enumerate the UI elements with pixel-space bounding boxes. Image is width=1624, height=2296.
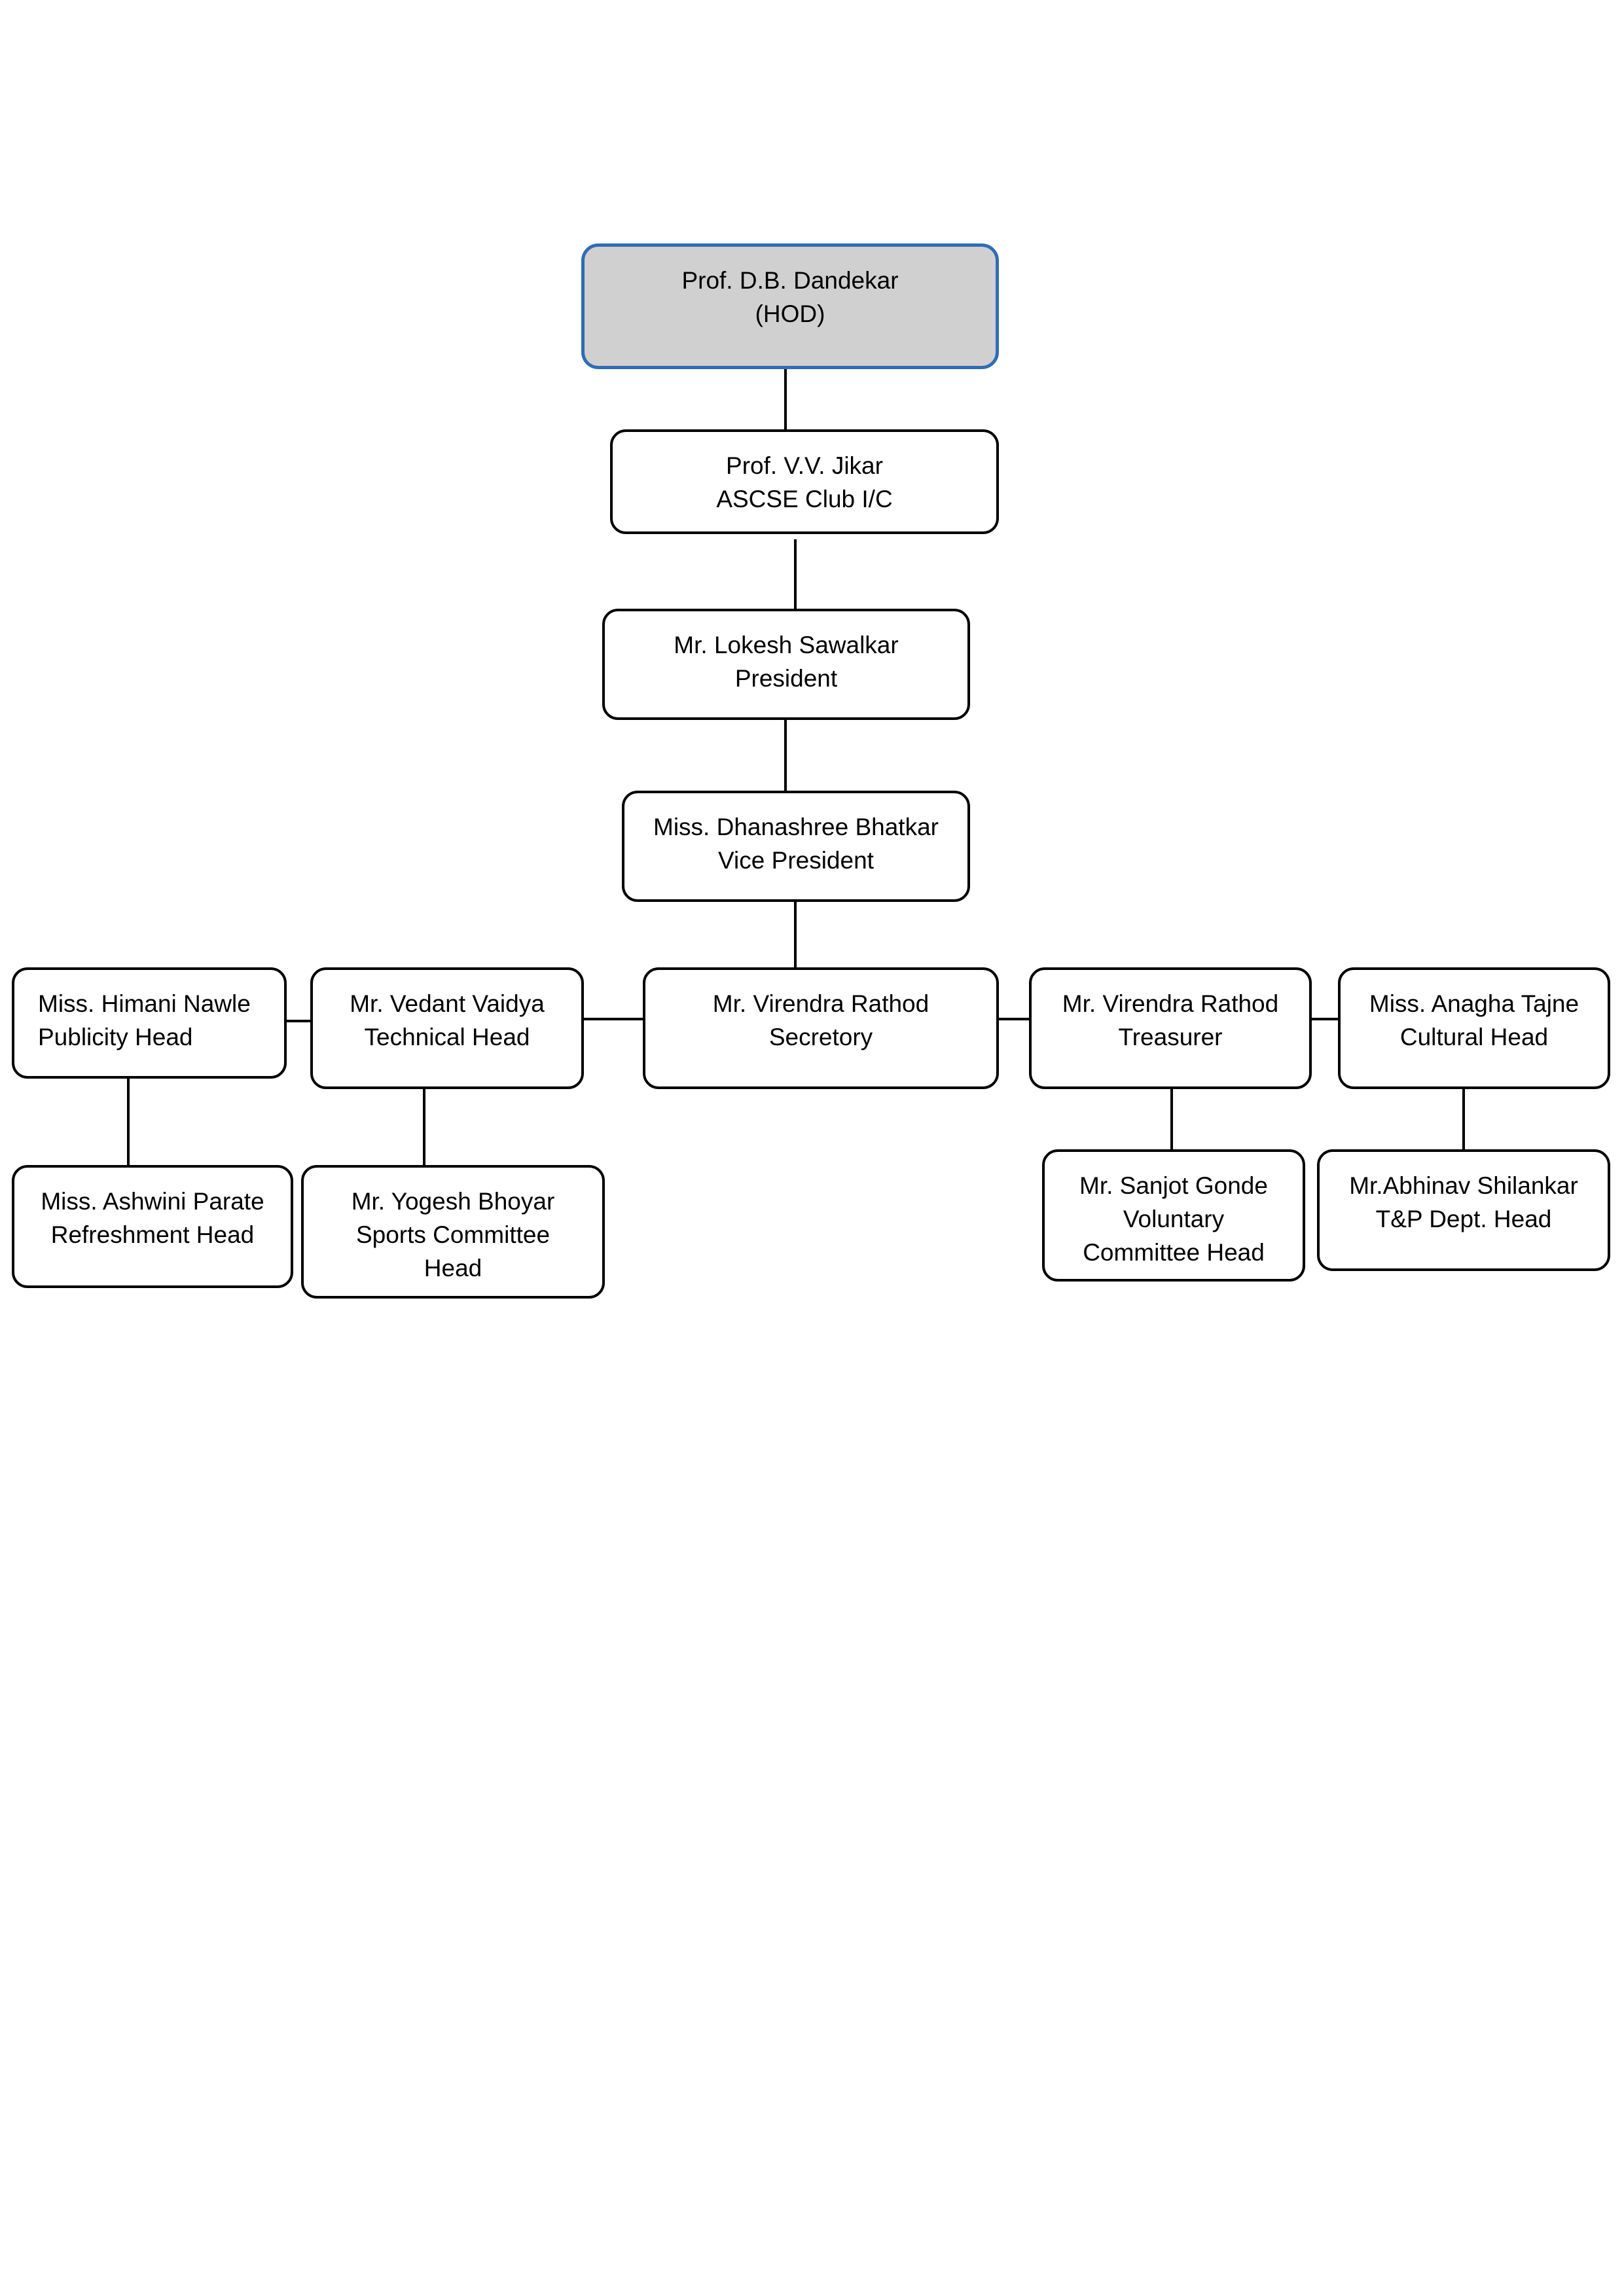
sports-head-role-line1: Sports Committee [355, 1221, 550, 1248]
node-treasurer: Mr. Virendra Rathod Treasurer [1029, 967, 1312, 1089]
voluntary-head-name: Mr. Sanjot Gonde [1079, 1172, 1268, 1199]
node-technical-head: Mr. Vedant Vaidya Technical Head [310, 967, 584, 1089]
sports-head-name: Mr. Yogesh Bhoyar [351, 1188, 555, 1215]
refreshment-head-name: Miss. Ashwini Parate [41, 1188, 264, 1215]
vice-president-name: Miss. Dhanashree Bhatkar [653, 814, 939, 840]
connector-technical-sports [423, 1089, 425, 1165]
node-voluntary-head: Mr. Sanjot Gonde Voluntary Committee Hea… [1042, 1149, 1305, 1282]
connector-vicepresident-secretary [794, 902, 797, 969]
president-role: President [734, 665, 838, 692]
voluntary-head-role-line2: Committee Head [1083, 1239, 1265, 1266]
connector-publicity-refreshment [127, 1079, 130, 1165]
node-secretary: Mr. Virendra Rathod Secretory [643, 967, 999, 1089]
connector-cultural-tp [1462, 1089, 1465, 1151]
node-vice-president: Miss. Dhanashree Bhatkar Vice President [622, 791, 970, 902]
publicity-head-name: Miss. Himani Nawle [38, 990, 251, 1017]
hod-name: Prof. D.B. Dandekar [681, 267, 899, 294]
president-name: Mr. Lokesh Sawalkar [674, 632, 899, 658]
connector-publicity-technical [286, 1020, 321, 1022]
connector-technical-secretary [583, 1018, 644, 1020]
node-cultural-head: Miss. Anagha Tajne Cultural Head [1338, 967, 1610, 1089]
treasurer-name: Mr. Virendra Rathod [1062, 990, 1279, 1017]
tp-head-role: T&P Dept. Head [1375, 1206, 1552, 1232]
cultural-head-name: Miss. Anagha Tajne [1369, 990, 1579, 1017]
node-president: Mr. Lokesh Sawalkar President [602, 609, 970, 720]
club-incharge-role: ASCSE Club I/C [716, 486, 893, 512]
technical-head-role: Technical Head [364, 1024, 530, 1050]
tp-head-name: Mr.Abhinav Shilankar [1349, 1172, 1578, 1199]
treasurer-role: Treasurer [1118, 1024, 1223, 1050]
club-incharge-name: Prof. V.V. Jikar [726, 452, 883, 479]
technical-head-name: Mr. Vedant Vaidya [350, 990, 545, 1017]
connector-secretary-treasurer [999, 1018, 1030, 1020]
connector-treasurer-cultural [1310, 1018, 1350, 1020]
connector-treasurer-voluntary [1170, 1089, 1173, 1151]
connector-incharge-president [794, 539, 797, 610]
hod-role: (HOD) [755, 300, 825, 327]
node-publicity-head: Miss. Himani Nawle Publicity Head [12, 967, 287, 1079]
voluntary-head-role-line1: Voluntary [1123, 1206, 1225, 1232]
publicity-head-role: Publicity Head [38, 1024, 193, 1050]
node-club-incharge: Prof. V.V. Jikar ASCSE Club I/C [610, 429, 999, 534]
secretary-name: Mr. Virendra Rathod [712, 990, 929, 1017]
node-tp-head: Mr.Abhinav Shilankar T&P Dept. Head [1317, 1149, 1610, 1271]
vice-president-role: Vice President [718, 847, 874, 874]
connector-president-vicepresident [784, 720, 787, 792]
connector-hod-incharge [784, 369, 787, 431]
cultural-head-role: Cultural Head [1399, 1024, 1549, 1050]
secretary-role: Secretory [768, 1024, 873, 1050]
node-hod: Prof. D.B. Dandekar (HOD) [581, 243, 999, 369]
refreshment-head-role: Refreshment Head [50, 1221, 255, 1248]
node-sports-head: Mr. Yogesh Bhoyar Sports Committee Head [301, 1165, 605, 1299]
sports-head-role-line2: Head [424, 1255, 482, 1282]
node-refreshment-head: Miss. Ashwini Parate Refreshment Head [12, 1165, 293, 1288]
